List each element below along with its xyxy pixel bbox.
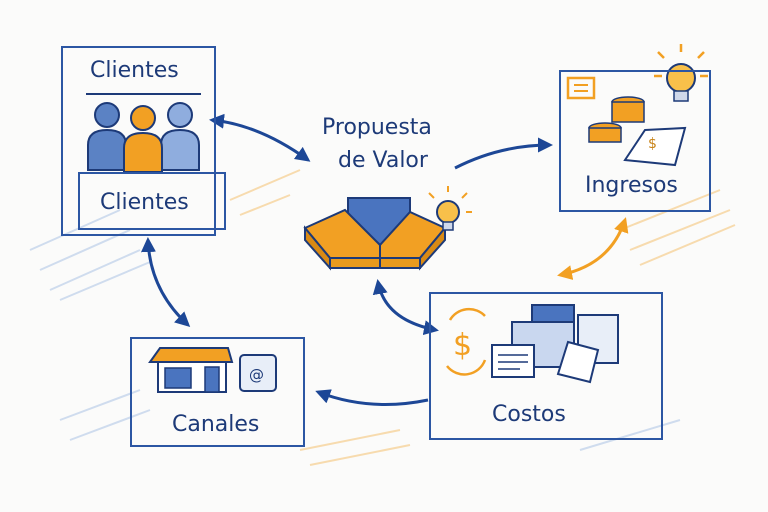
- node-canales[interactable]: [130, 337, 305, 447]
- clientes-label: Clientes: [100, 190, 189, 215]
- costos-label: Costos: [492, 402, 566, 427]
- node-ingresos[interactable]: [559, 70, 711, 212]
- background-hatching: [29, 169, 736, 466]
- edge-clientes-propuesta: [209, 113, 311, 162]
- svg-text:@: @: [249, 366, 264, 384]
- lightbulb-icon: [428, 186, 472, 231]
- node-clientes[interactable]: [61, 46, 216, 236]
- edge-costos-canales: [315, 389, 429, 406]
- clientes-header-underline: [86, 93, 201, 95]
- dollar-cycle-icon: $: [446, 307, 487, 376]
- edge-propuesta-ingresos: [454, 137, 553, 170]
- documents-cost-icon: [491, 304, 619, 384]
- canales-label: Canales: [172, 412, 260, 437]
- people-group-icon: [87, 102, 200, 173]
- edge-clientes-canales: [140, 237, 191, 328]
- propuesta-label-line1: Propuesta: [322, 115, 432, 140]
- node-costos[interactable]: [429, 292, 663, 440]
- clientes-inner-box: [78, 172, 226, 230]
- coins-invoice-icon: $: [566, 76, 687, 167]
- propuesta-label-line2: de Valor: [338, 148, 428, 173]
- clientes-header: Clientes: [90, 58, 179, 83]
- edge-ingresos-costos: [557, 217, 629, 280]
- storefront-icon: @: [148, 347, 277, 393]
- ingresos-label: Ingresos: [585, 173, 678, 198]
- svg-text:$: $: [648, 136, 657, 152]
- value-box-icon: [303, 197, 447, 271]
- edge-propuesta-costos: [372, 279, 439, 336]
- svg-text:$: $: [453, 328, 472, 363]
